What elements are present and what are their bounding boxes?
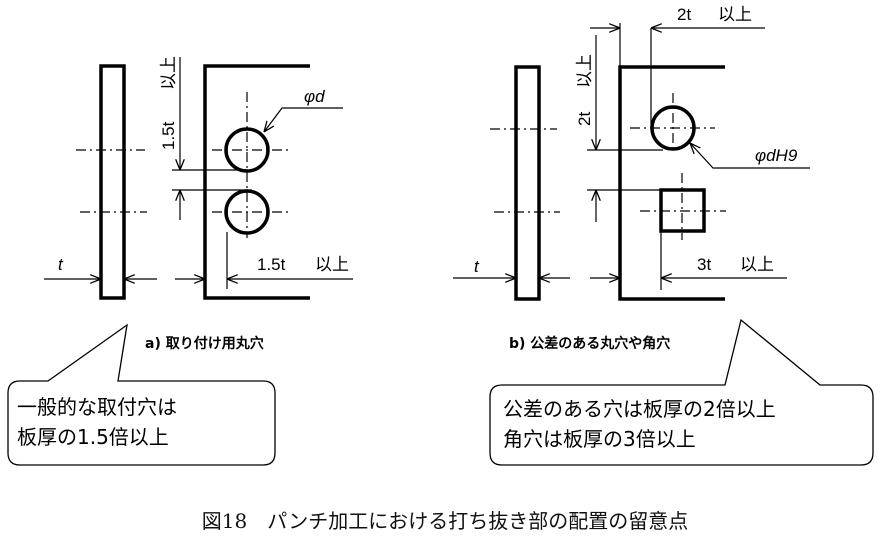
- top-dim-value: 2t: [677, 5, 691, 24]
- edge-dim-suffix: 以上: [740, 255, 774, 274]
- thickness-label: t: [474, 257, 480, 276]
- diagram-b: t 2t 以上 2t 以上 φdH9 3t 以上 b) 公差のある丸穴や角穴: [453, 5, 810, 352]
- caption-b: b) 公差のある丸穴や角穴: [509, 335, 670, 352]
- figure-caption: 図18 パンチ加工における打ち抜き部の配置の留意点: [201, 509, 689, 533]
- callout-b-line2: 角穴は板厚の3倍以上: [503, 427, 696, 451]
- plate-side-view: [99, 64, 126, 300]
- phi-label: φd: [304, 87, 325, 106]
- channel-profile: [203, 64, 310, 300]
- callout-b-text: 公差のある穴は板厚の2倍以上 角穴は板厚の3倍以上: [503, 394, 776, 454]
- hole-gap-suffix: 以上: [575, 54, 594, 88]
- thickness-label: t: [58, 255, 64, 274]
- caption-a: a) 取り付け用丸穴: [145, 335, 264, 352]
- phi-leader: [690, 143, 810, 169]
- callout-b-line1: 公差のある穴は板厚の2倍以上: [503, 397, 776, 421]
- edge-dim-suffix: 以上: [315, 255, 349, 274]
- callout-b-bubble: [489, 318, 874, 466]
- phi-label: φdH9: [755, 146, 798, 165]
- top-dim-suffix: 以上: [718, 5, 752, 24]
- hole-gap-value: 1.5t: [159, 121, 178, 150]
- edge-dim-value: 3t: [697, 255, 711, 274]
- edge-dim-value: 1.5t: [257, 255, 286, 274]
- diagram-a: t φd 1.5t 以上 1.5t 以上 a) 取り付け用丸穴: [44, 56, 353, 352]
- callout-a-line1: 一般的な取付穴は: [17, 395, 177, 419]
- channel-profile: [618, 65, 725, 301]
- hole-gap-suffix: 以上: [159, 56, 178, 90]
- callout-a-text: 一般的な取付穴は 板厚の1.5倍以上: [17, 392, 177, 452]
- callout-a-bubble: [7, 323, 276, 466]
- callout-a-line2: 板厚の1.5倍以上: [17, 425, 169, 449]
- phi-leader: [264, 107, 343, 132]
- plate-side-view: [514, 65, 541, 301]
- hole-gap-value: 2t: [575, 112, 594, 126]
